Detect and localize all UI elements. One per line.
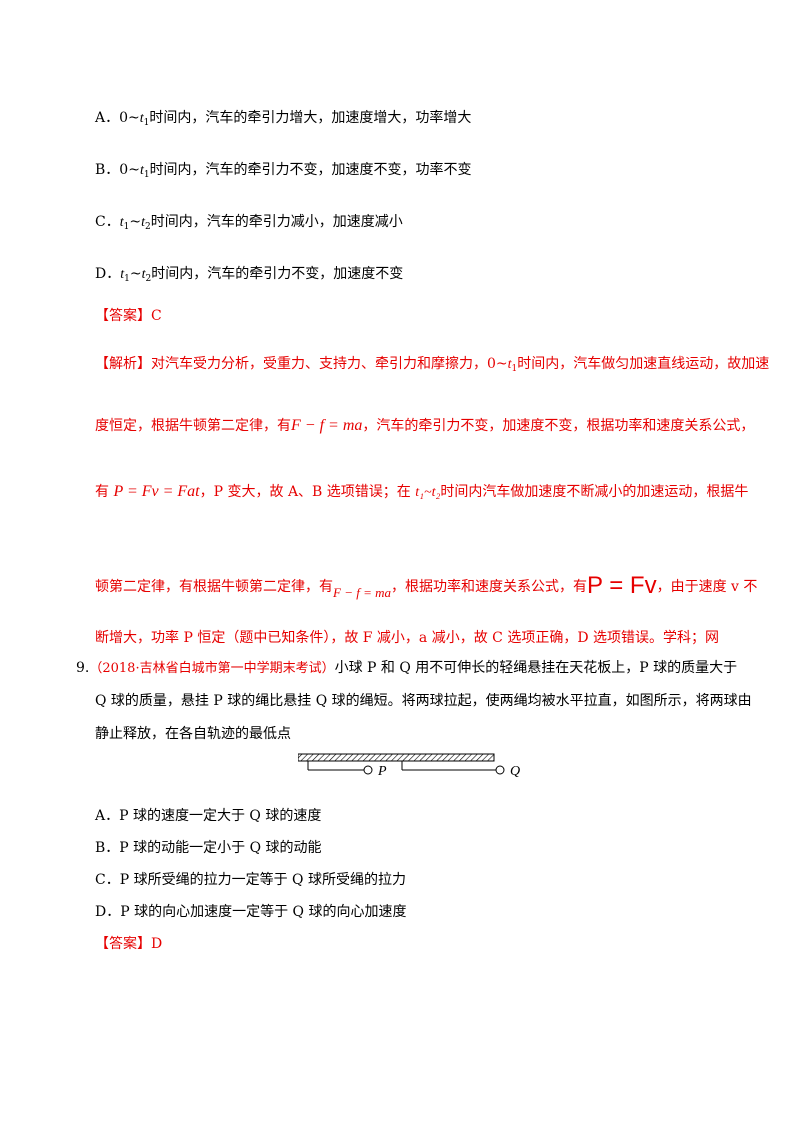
analysis-4-text: ，由于速度 v 不 [656, 579, 758, 595]
q8-option-b-text: 时间内，汽车的牵引力不变，加速度不变，功率不变 [149, 162, 472, 178]
q8-option-a-prefix: A．0~ [95, 110, 140, 126]
q8-analysis-line-4: 顿第二定律，有根据牛顿第二定律，有F − f = ma，根据功率和速度关系公式，… [95, 574, 758, 603]
q8-option-c: C．t1~t2时间内，汽车的牵引力减小，加速度减小 [95, 212, 403, 237]
analysis-2-equation: F − f = ma [291, 417, 363, 434]
q8-option-a-sub: 1 [143, 118, 150, 128]
q8-option-a: A．0~t1时间内，汽车的牵引力增大，加速度增大，功率增大 [95, 108, 471, 133]
q-ball [495, 765, 505, 775]
analysis-3-equation: P = Fv = Fat [113, 483, 200, 500]
q8-analysis-line-2: 度恒定，根据牛顿第二定律，有F − f = ma，汽车的牵引力不变，加速度不变，… [95, 416, 754, 436]
analysis-3-text: 时间内汽车做加速度不断减小的加速运动，根据牛 [440, 484, 749, 500]
q8-option-a-text: 时间内，汽车的牵引力增大，加速度增大，功率增大 [149, 110, 472, 126]
analysis-3-mid: ，P 变大，故 A、B 选项错误；在 [199, 484, 416, 500]
analysis-4-mid: ，根据功率和速度关系公式，有 [391, 579, 587, 595]
q8-option-d-text: 时间内，汽车的牵引力不变，加速度不变 [151, 266, 404, 282]
q8-analysis-line-1: 【解析】对汽车受力分析，受重力、支持力、牵引力和摩擦力，0~t1时间内，汽车做匀… [95, 354, 769, 379]
analysis-4-prefix: 顿第二定律，有根据牛顿第二定律，有 [95, 579, 333, 595]
q8-analysis-line-3: 有 P = Fv = Fat，P 变大，故 A、B 选项错误；在 t₁~t₂时间… [95, 482, 748, 503]
analysis-1-prefix: 【解析】对汽车受力分析，受重力、支持力、牵引力和摩擦力，0~ [95, 356, 508, 372]
analysis-4-equation-2: P = Fv [587, 572, 657, 599]
q8-option-c-t2: t [141, 215, 145, 230]
q8-option-a-t: t [139, 111, 144, 126]
q8-option-c-text: 时间内，汽车的牵引力减小，加速度减小 [150, 214, 403, 230]
q9-option-a: A．P 球的速度一定大于 Q 球的速度 [95, 808, 322, 824]
q8-option-b: B．0~t1时间内，汽车的牵引力不变，加速度不变，功率不变 [95, 160, 472, 185]
q9-stem-1: 小球 P 和 Q 用不可伸长的轻绳悬挂在天花板上，P 球的质量大于 [334, 660, 738, 676]
label-p: P [377, 764, 387, 779]
q8-analysis-line-5: 断增大，功率 P 恒定（题中已知条件），故 F 减小，a 减小，故 C 选项正确… [95, 630, 720, 646]
q8-option-d-s2: 2 [145, 274, 152, 284]
q8-option-d-tilde: ~ [129, 266, 142, 282]
q8-option-c-s2: 2 [144, 222, 151, 232]
q8-option-d-t1: t [120, 267, 125, 282]
analysis-1-t: t [507, 357, 512, 372]
analysis-2-text: ，汽车的牵引力不变，加速度不变，根据功率和速度关系公式， [362, 418, 755, 434]
ceiling [298, 753, 495, 762]
q8-option-c-s1: 1 [123, 222, 130, 232]
analysis-4-equation: F − f = ma [333, 585, 391, 600]
q9-option-d: D．P 球的向心加速度一定等于 Q 球的向心加速度 [95, 904, 407, 920]
q8-option-d-prefix: D． [95, 266, 121, 282]
analysis-1-text: 时间内，汽车做匀加速直线运动，故加速 [517, 356, 770, 372]
pendulum-figure: P Q [298, 753, 520, 779]
q8-option-c-tilde: ~ [129, 214, 142, 230]
p-ball [363, 765, 373, 775]
q9-option-b: B．P 球的动能一定小于 Q 球的动能 [95, 840, 322, 856]
analysis-3-prefix: 有 [95, 484, 109, 500]
q9-stem-line-1: 9.（2018·吉林省白城市第一中学期末考试）小球 P 和 Q 用不可伸长的轻绳… [76, 658, 737, 679]
analysis-1-sub: 1 [511, 364, 518, 374]
q9-option-c: C．P 球所受绳的拉力一定等于 Q 球所受绳的拉力 [95, 872, 406, 888]
q8-option-d-s1: 1 [124, 274, 130, 284]
q9-answer: 【答案】D [95, 936, 163, 952]
q8-option-d: D．t1~t2时间内，汽车的牵引力不变，加速度不变 [95, 264, 403, 289]
analysis-2-prefix: 度恒定，根据牛顿第二定律，有 [95, 418, 291, 434]
q9-stem-line-3: 静止释放，在各自轨迹的最低点 [95, 726, 291, 742]
analysis-3-range: t₁~t₂ [415, 485, 441, 500]
q8-option-d-t2: t [141, 267, 146, 282]
q9-stem-line-2: Q 球的质量，悬挂 P 球的绳比悬挂 Q 球的绳短。将两球拉起，使两绳均被水平拉… [95, 693, 752, 709]
q8-option-b-prefix: B．0~ [95, 162, 140, 178]
q8-option-c-prefix: C． [95, 214, 120, 230]
q8-option-b-sub: 1 [143, 170, 150, 180]
q8-answer: 【答案】C [95, 308, 162, 324]
q8-option-b-t: t [139, 163, 144, 178]
q9-number: 9. [76, 660, 90, 676]
q8-option-c-t1: t [119, 215, 124, 230]
label-q: Q [510, 764, 520, 779]
q9-source: （2018·吉林省白城市第一中学期末考试） [89, 661, 335, 676]
